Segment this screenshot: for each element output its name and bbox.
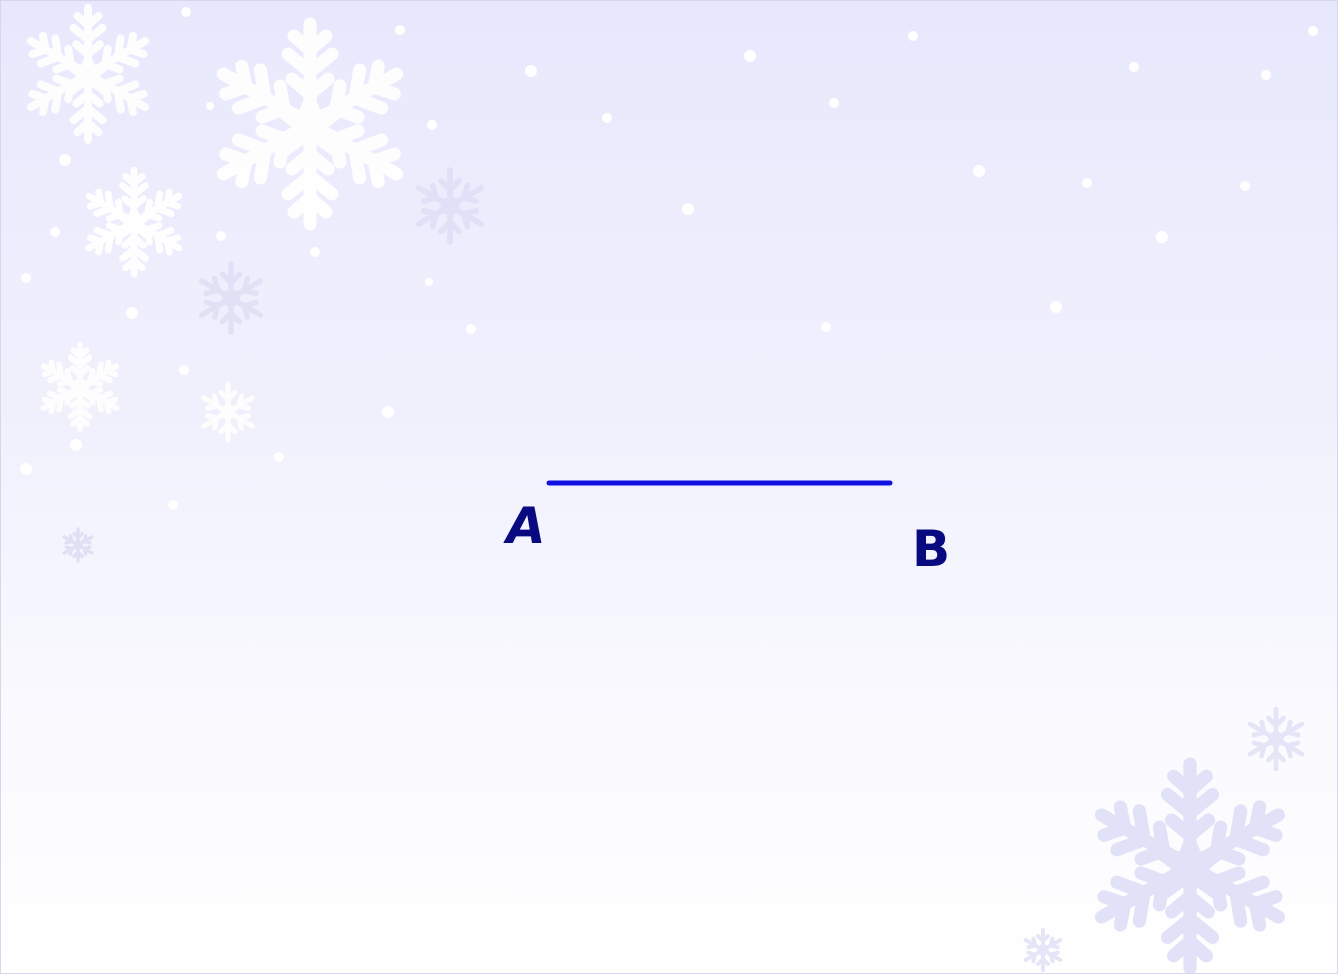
point-b-label: B [912,520,951,578]
snow-dots [20,7,1318,510]
